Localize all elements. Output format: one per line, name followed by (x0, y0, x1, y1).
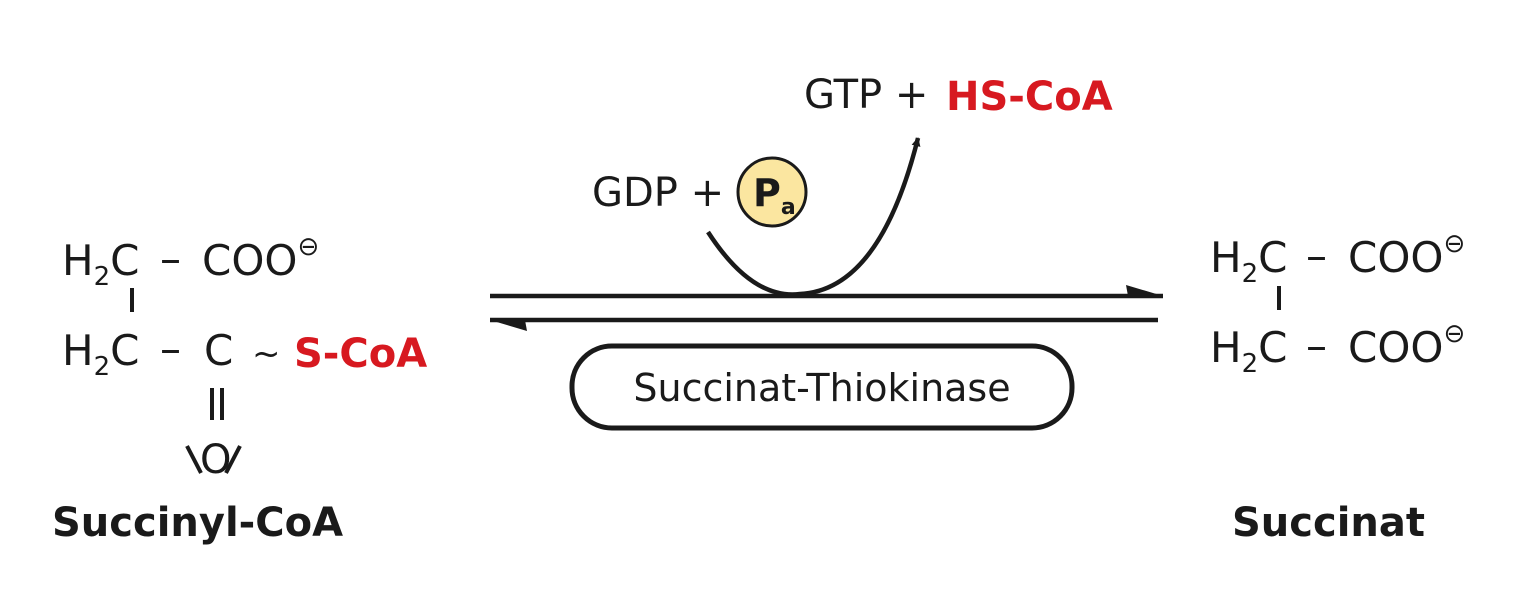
s-coa-group: S-CoA (294, 331, 427, 377)
svg-text:COO⊖: COO⊖ (202, 232, 319, 285)
svg-text:H2C: H2C (1210, 323, 1287, 379)
succinat-label: Succinat (1232, 500, 1425, 546)
bond-dash: – (1306, 231, 1327, 280)
negative-charge: ⊖ (1443, 319, 1465, 349)
gtp-label: GTP + (804, 72, 928, 118)
c-atom: C (110, 326, 139, 375)
c-atom: C (1258, 233, 1287, 282)
h-atom: H (1210, 323, 1242, 372)
svg-text:COO⊖: COO⊖ (1348, 319, 1465, 372)
svg-text:H2C: H2C (1210, 233, 1287, 289)
c-atom: C (1258, 323, 1287, 372)
forward-arrow-half-head (1126, 285, 1163, 296)
h-atom: H (1210, 233, 1242, 282)
c-atom: C (110, 236, 139, 285)
cosubstrates: GDP + Pa GTP + HS-CoA (592, 72, 1113, 228)
svg-text:H2C: H2C (62, 326, 139, 382)
phosphate-subscript: a (781, 195, 796, 220)
phosphate-symbol: P (753, 171, 781, 215)
succinyl-coa-label: Succinyl-CoA (52, 500, 343, 546)
subscript-2: 2 (94, 262, 111, 292)
carboxylate-group: COO (1348, 323, 1443, 372)
succinyl-coa-structure: H2C – COO⊖ H2C – C ~ S-CoA O Succinyl-Co… (52, 232, 427, 546)
reverse-arrow-half-head (490, 320, 527, 331)
bond-dash: – (160, 234, 181, 283)
lone-pair (185, 445, 203, 474)
h-atom: H (62, 326, 94, 375)
carboxylate-group: COO (202, 236, 297, 285)
svg-text:Pa: Pa (753, 171, 796, 220)
enzyme-label: Succinat-Thiokinase (633, 366, 1010, 410)
subscript-2: 2 (94, 352, 111, 382)
h-atom: H (62, 236, 94, 285)
subscript-2: 2 (1242, 349, 1259, 379)
carbonyl-carbon: C (204, 326, 233, 375)
enzyme-box: Succinat-Thiokinase (569, 343, 1075, 431)
oxygen-atom: O (200, 437, 231, 483)
svg-text:COO⊖: COO⊖ (1348, 229, 1465, 282)
subscript-2: 2 (1242, 259, 1259, 289)
phosphate-badge: Pa (736, 156, 808, 228)
svg-text:H2C: H2C (62, 236, 139, 292)
hs-coa-label: HS-CoA (946, 74, 1113, 120)
bond-dash: – (160, 324, 181, 373)
lone-pair (224, 445, 242, 474)
negative-charge: ⊖ (297, 232, 319, 262)
gdp-label: GDP + (592, 170, 724, 216)
carboxylate-group: COO (1348, 233, 1443, 282)
bond-dash: – (1306, 321, 1327, 370)
curved-arrow-icon (706, 137, 921, 297)
succinate-structure: H2C – COO⊖ H2C – COO⊖ Succinat (1210, 229, 1465, 546)
thioester-bond-tilde: ~ (252, 334, 281, 374)
negative-charge: ⊖ (1443, 229, 1465, 259)
